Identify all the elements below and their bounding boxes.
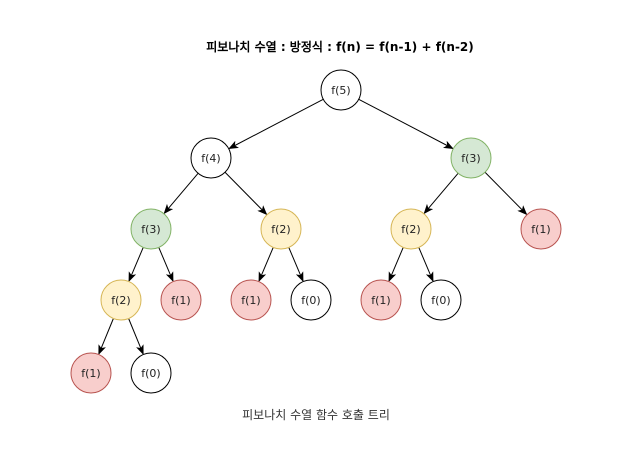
diagram-caption: 피보나치 수열 함수 호출 트리 bbox=[242, 408, 390, 422]
node-circle bbox=[190, 137, 232, 179]
edge-n2c-n1d bbox=[98, 318, 114, 355]
node-label: f(1) bbox=[81, 367, 100, 380]
edges bbox=[98, 98, 528, 355]
edge-n4-n2b bbox=[224, 171, 268, 216]
node-circle bbox=[70, 352, 112, 394]
edge-n3l-n2c bbox=[128, 247, 144, 283]
node-circle bbox=[290, 279, 332, 321]
tree-node: f(1) bbox=[160, 279, 202, 321]
node-label: f(1) bbox=[241, 294, 260, 307]
node-label: f(0) bbox=[431, 294, 450, 307]
edge-n3r-n1r bbox=[484, 171, 528, 216]
tree-node: f(3) bbox=[130, 208, 172, 250]
edge-n2b-n0b bbox=[288, 247, 304, 283]
node-circle bbox=[360, 279, 402, 321]
edge-n5-n4 bbox=[228, 98, 324, 149]
edge-n5-n3r bbox=[358, 98, 454, 149]
tree-node: f(1) bbox=[70, 352, 112, 394]
node-circle bbox=[130, 208, 172, 250]
node-label: f(3) bbox=[461, 152, 480, 165]
edge-n2b-n1b bbox=[258, 247, 274, 283]
node-label: f(2) bbox=[271, 223, 290, 236]
tree-node: f(1) bbox=[520, 208, 562, 250]
node-circle bbox=[160, 279, 202, 321]
node-label: f(0) bbox=[141, 367, 160, 380]
node-label: f(3) bbox=[141, 223, 160, 236]
node-label: f(1) bbox=[371, 294, 390, 307]
node-circle bbox=[260, 208, 302, 250]
node-label: f(4) bbox=[201, 152, 220, 165]
tree-node: f(4) bbox=[190, 137, 232, 179]
tree-node: f(1) bbox=[230, 279, 272, 321]
edge-n2a-n1c bbox=[388, 247, 404, 283]
edge-n3r-n2a bbox=[423, 172, 459, 215]
node-label: f(2) bbox=[401, 223, 420, 236]
node-circle bbox=[520, 208, 562, 250]
node-circle bbox=[320, 69, 362, 111]
edge-n2a-n0c bbox=[418, 247, 434, 283]
node-circle bbox=[390, 208, 432, 250]
node-circle bbox=[420, 279, 462, 321]
node-circle bbox=[450, 137, 492, 179]
node-label: f(5) bbox=[331, 84, 350, 97]
tree-node: f(3) bbox=[450, 137, 492, 179]
tree-node: f(5) bbox=[320, 69, 362, 111]
node-circle bbox=[130, 352, 172, 394]
node-circle bbox=[230, 279, 272, 321]
edge-n3l-n1a bbox=[158, 247, 174, 283]
nodes: f(5) f(4) f(3) f(3) f(2) f(2) f(1) f(2) f(1) f(1)… bbox=[70, 69, 562, 394]
tree-node: f(2) bbox=[100, 279, 142, 321]
tree-node: f(2) bbox=[260, 208, 302, 250]
diagram-title: 피보나치 수열 : 방정식 : f(n) = f(n-1) + f(n-2) bbox=[206, 40, 474, 54]
tree-node: f(0) bbox=[130, 352, 172, 394]
edge-n4-n3l bbox=[163, 172, 199, 215]
edge-n2c-n0d bbox=[128, 318, 144, 355]
tree-node: f(1) bbox=[360, 279, 402, 321]
tree-node: f(0) bbox=[420, 279, 462, 321]
node-circle bbox=[100, 279, 142, 321]
tree-node: f(0) bbox=[290, 279, 332, 321]
node-label: f(1) bbox=[171, 294, 190, 307]
node-label: f(2) bbox=[111, 294, 130, 307]
node-label: f(0) bbox=[301, 294, 320, 307]
node-label: f(1) bbox=[531, 223, 550, 236]
tree-node: f(2) bbox=[390, 208, 432, 250]
